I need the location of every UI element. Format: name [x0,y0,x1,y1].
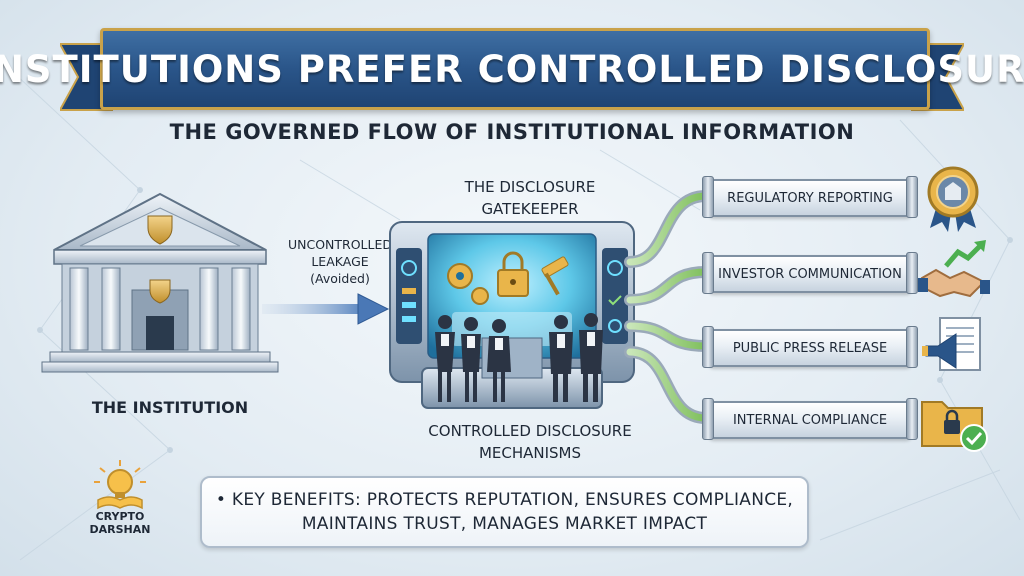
channel-label: INTERNAL COMPLIANCE [732,412,888,428]
page-title: INSTITUTIONS PREFER CONTROLLED DISCLOSUR… [0,47,1024,91]
benefits-line-2: MAINTAINS TRUST, MANAGES MARKET IMPACT [301,514,708,534]
leakage-line-2: LEAKAGE [311,254,369,269]
leakage-label: UNCONTROLLED LEAKAGE (Avoided) [270,236,410,287]
key-benefits-box: • KEY BENEFITS: PROTECTS REPUTATION, ENS… [200,476,809,548]
leakage-line-1: UNCONTROLLED [287,237,393,252]
banner-body: INSTITUTIONS PREFER CONTROLLED DISCLOSUR… [0,28,1024,110]
channel-internal-compliance: INTERNAL COMPLIANCE [702,398,918,440]
channel-label: REGULATORY REPORTING [727,190,893,206]
leakage-line-3: (Avoided) [310,271,370,286]
mechanisms-line-1: CONTROLLED DISCLOSURE [428,422,632,440]
title-banner: INSTITUTIONS PREFER CONTROLLED DISCLOSUR… [0,14,1024,114]
benefits-line-1: • KEY BENEFITS: PROTECTS REPUTATION, ENS… [215,490,794,510]
brand-line-2: DARSHAN [89,523,151,536]
channel-label: PUBLIC PRESS RELEASE [732,340,888,356]
gatekeeper-label: THE DISCLOSURE GATEKEEPER [430,176,630,220]
brand-line-1: CRYPTO [95,510,145,523]
channel-investor-communication: INVESTOR COMMUNICATION [702,252,918,294]
institution-label: THE INSTITUTION [91,398,249,417]
team-people-icon [435,313,603,402]
brand-name: CRYPTO DARSHAN [70,510,170,536]
bank-building-icon [41,192,279,373]
flow-arrow-icon [262,293,390,325]
gatekeeper-line-1: THE DISCLOSURE [464,178,596,196]
award-badge-icon [927,166,979,232]
handshake-growth-icon [918,240,990,298]
mechanisms-line-2: MECHANISMS [478,444,582,462]
channel-regulatory-reporting: REGULATORY REPORTING [702,176,918,218]
megaphone-document-icon [922,317,981,371]
locked-folder-check-icon [921,401,988,452]
channel-label: INVESTOR COMMUNICATION [718,266,902,282]
channel-public-press-release: PUBLIC PRESS RELEASE [702,326,918,368]
gatekeeper-line-2: GATEKEEPER [481,200,579,218]
page-subtitle: THE GOVERNED FLOW OF INSTITUTIONAL INFOR… [169,120,855,144]
mechanisms-label: CONTROLLED DISCLOSURE MECHANISMS [395,420,665,464]
lightbulb-book-icon [94,460,146,510]
